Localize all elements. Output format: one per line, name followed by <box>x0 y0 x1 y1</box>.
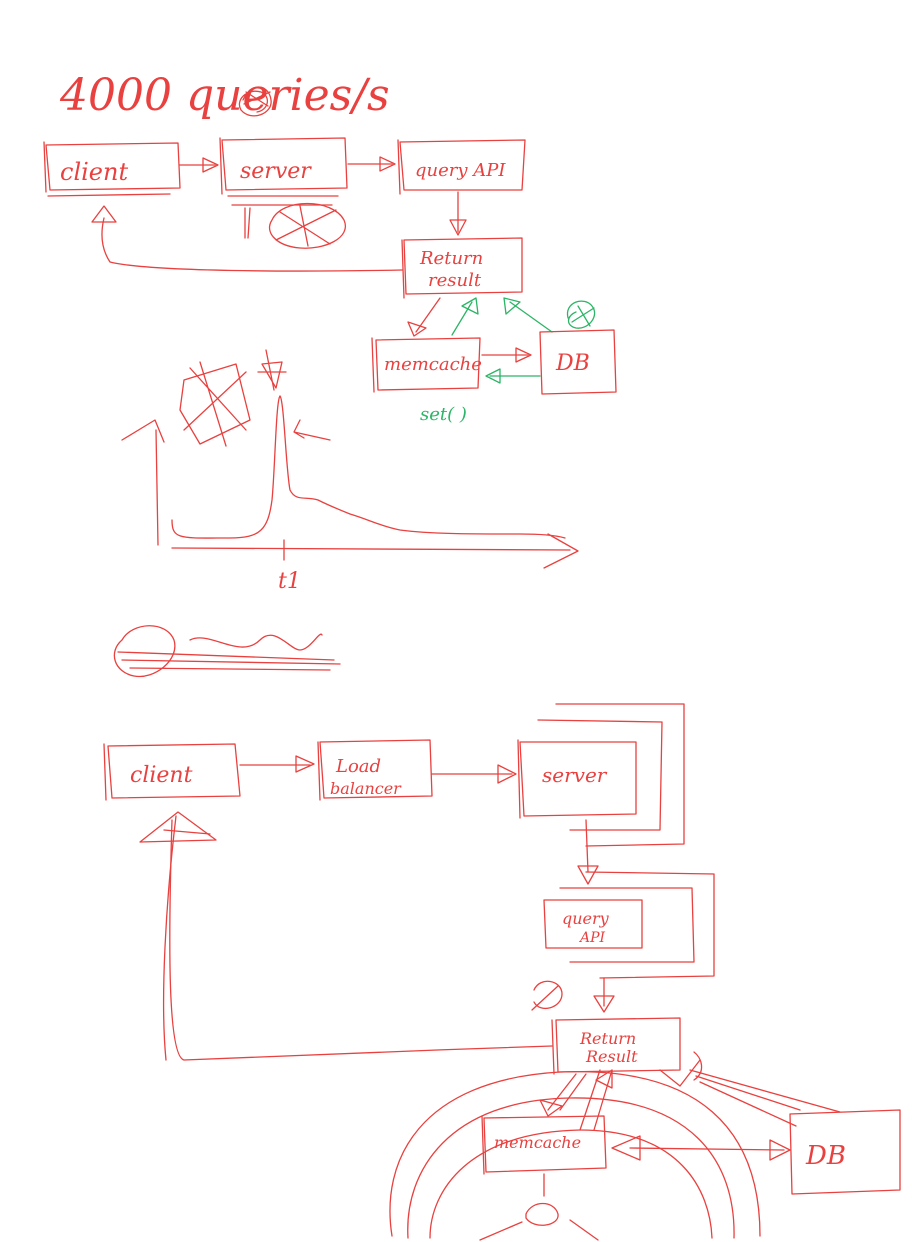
spike-chart-curve <box>171 395 566 539</box>
top-db-label: DB <box>555 351 590 376</box>
top-return-label-1: Return <box>419 248 483 269</box>
arrow-top-client-to-server <box>179 157 219 173</box>
bottom-memcache-node: memcache <box>481 1115 607 1175</box>
bottom-query-scribble <box>531 980 563 1011</box>
spike-chart-x-tick-label: t1 <box>278 569 301 594</box>
top-memcache-label: memcache <box>384 354 482 375</box>
spike-chart-x-arrowhead <box>543 533 579 569</box>
bottom-server-label: server <box>542 763 608 787</box>
spike-chart-scribble-peak <box>257 349 287 391</box>
bottom-return-label-2: Result <box>585 1047 638 1066</box>
top-memcache-node: memcache <box>371 337 482 393</box>
bottom-return-label-1: Return <box>579 1029 636 1048</box>
heading-scribble <box>238 86 272 117</box>
top-server-scribble <box>231 202 347 249</box>
top-db-node: DB <box>539 329 617 395</box>
arrow-top-return-to-client <box>91 205 403 272</box>
bottom-memcache-circles <box>389 1070 761 1239</box>
top-return-label-2: result <box>428 270 482 291</box>
arrow-top-memcache-to-db <box>481 347 532 363</box>
spike-chart-scribble-left <box>179 361 251 447</box>
top-set-call-label: set( ) <box>420 404 467 425</box>
arrow-bottom-db-to-return <box>659 1051 841 1127</box>
spike-chart-annotation-arrow <box>293 419 331 441</box>
arrow-bottom-memcache-db <box>611 1135 791 1161</box>
top-client-label: client <box>60 158 128 186</box>
bottom-lb-label-1: Load <box>335 756 381 777</box>
arrow-bottom-lb-to-server <box>431 764 517 784</box>
arrow-top-query-to-return <box>449 191 467 236</box>
spike-chart-y-arrowhead <box>121 419 165 443</box>
arrow-bottom-client-to-lb <box>239 755 315 773</box>
bottom-query-label-1: query <box>562 909 610 928</box>
bottom-lb-label-2: balancer <box>330 779 402 798</box>
page-heading: 4000 queries/s <box>59 70 390 121</box>
top-server-node: server <box>219 137 348 197</box>
top-query-api-label: query API <box>415 160 506 181</box>
bottom-return-result-node: Return Result <box>551 1017 681 1075</box>
spike-chart: t1 <box>121 349 579 594</box>
arrow-bottom-return-to-client <box>162 815 553 1061</box>
top-server-label: server <box>240 159 312 184</box>
arrow-top-memcache-to-return <box>451 297 479 336</box>
arrow-top-return-to-memcache <box>407 297 441 337</box>
bottom-load-balancer-node: Load balancer <box>317 739 433 801</box>
bottom-memcache-label: memcache <box>494 1133 581 1152</box>
bottom-client-return-arrowhead <box>139 811 217 843</box>
scribbled-out-text <box>113 625 341 678</box>
bottom-query-api-node: query API <box>543 871 715 979</box>
top-client-node: client <box>43 141 181 197</box>
top-return-result-node: Return result <box>401 237 523 299</box>
arrow-bottom-return-memcache <box>539 1069 613 1131</box>
bottom-db-label: DB <box>805 1141 846 1171</box>
arrow-bottom-query-to-return <box>593 977 615 1013</box>
arrow-top-db-to-return <box>503 297 553 333</box>
spike-chart-y-axis <box>155 429 159 546</box>
arrow-bottom-server-to-query <box>577 819 599 885</box>
spike-chart-x-axis <box>171 547 571 551</box>
top-query-api-node: query API <box>397 139 526 195</box>
arrow-top-db-to-memcache <box>485 368 541 384</box>
top-db-scribble <box>566 300 596 329</box>
bottom-query-label-2: API <box>578 930 606 946</box>
bottom-client-label: client <box>130 763 193 788</box>
bottom-db-node: DB <box>789 1109 901 1195</box>
bottom-memcache-down-arrow <box>479 1173 599 1241</box>
bottom-server-node: server <box>517 703 685 847</box>
arrow-top-server-to-query <box>347 156 396 172</box>
bottom-client-node: client <box>103 743 241 801</box>
